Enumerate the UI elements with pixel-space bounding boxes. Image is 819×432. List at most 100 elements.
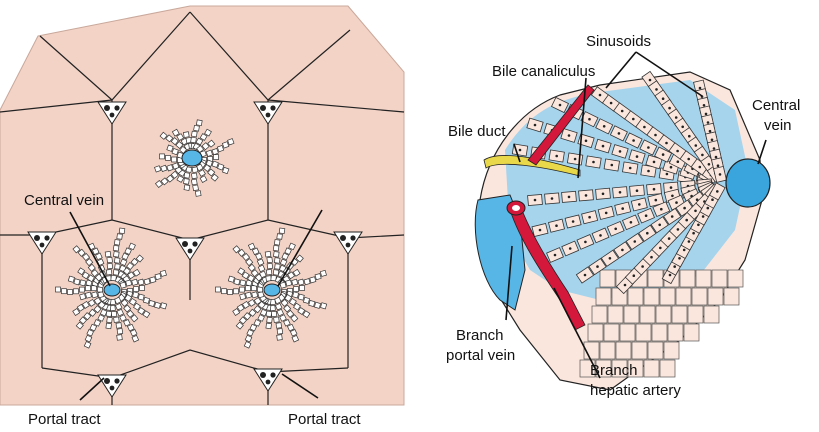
hepatocyte-nucleus	[643, 126, 646, 129]
hepatocyte-nucleus	[559, 104, 562, 107]
hepatocyte-cord-icon	[92, 292, 98, 298]
cut-face-cell	[668, 324, 683, 341]
hepatocyte-cord-icon	[267, 263, 273, 269]
hepatocyte-nucleus	[694, 210, 697, 213]
cut-face-cell	[628, 288, 643, 305]
hepatocyte-nucleus	[534, 199, 537, 202]
artery-lumen-icon	[512, 205, 520, 211]
hepatocyte-cord-icon	[277, 328, 283, 334]
hepatocyte-cord-icon	[195, 191, 201, 197]
hepatocyte-nucleus	[692, 232, 695, 235]
portal-tract-label-left: Portal tract	[28, 411, 101, 428]
cut-face-cell	[600, 270, 615, 287]
hepatocyte-cord-icon	[113, 245, 119, 251]
hepatocyte-nucleus	[569, 247, 572, 250]
central-vein-label-line1: Central	[752, 97, 800, 114]
hepatocyte-nucleus	[678, 257, 681, 260]
hepatocyte-cord-icon	[315, 274, 321, 280]
hepatocyte-cord-icon	[304, 279, 310, 285]
hepatocyte-nucleus	[588, 216, 591, 219]
central-vein-label: Central vein	[24, 192, 104, 209]
hepatocyte-nucleus	[649, 79, 652, 82]
hepatocyte-nucleus	[619, 150, 622, 153]
hepatocyte-nucleus	[572, 220, 575, 223]
hepatocyte-nucleus	[629, 167, 632, 170]
hepatocyte-cord-icon	[98, 292, 104, 298]
left-panel-lobule-diagram: Central vein Portal tract Portal tract	[0, 6, 404, 428]
hepatocyte-nucleus	[719, 173, 722, 176]
portal-vessel-dot	[340, 235, 346, 241]
hepatocyte-nucleus	[605, 212, 608, 215]
branch-portal-vein-label-line2: portal vein	[446, 347, 515, 364]
cut-face-cell	[656, 306, 671, 323]
hepatocyte-nucleus	[638, 203, 641, 206]
hepatocyte-nucleus	[669, 274, 672, 277]
branch-hepatic-artery-label-line1: Branch	[590, 362, 638, 379]
hepatocyte-nucleus	[695, 144, 698, 147]
hepatocyte-cord-icon	[106, 323, 112, 329]
hepatocyte-nucleus	[618, 132, 621, 135]
hepatocyte-cord-icon	[85, 292, 91, 298]
hepatocyte-nucleus	[650, 256, 653, 259]
hepatocyte-cord-icon	[114, 258, 120, 264]
hepatocyte-cord-icon	[267, 257, 273, 263]
hepatocyte-nucleus	[585, 194, 588, 197]
portal-vessel-dot	[114, 378, 119, 383]
hepatocyte-cord-icon	[117, 234, 123, 240]
hepatocyte-nucleus	[709, 130, 712, 133]
hepatocyte-cord-icon	[293, 292, 299, 298]
hepatocyte-nucleus	[584, 241, 587, 244]
cut-face-cell	[632, 342, 647, 359]
hepatocyte-nucleus	[602, 145, 605, 148]
hepatocyte-cord-icon	[276, 323, 282, 329]
hepatocyte-cord-icon	[161, 303, 167, 309]
hepatocyte-nucleus	[655, 88, 658, 91]
hepatocyte-nucleus	[702, 215, 705, 218]
cut-face-cell	[680, 270, 695, 287]
hepatocyte-nucleus	[619, 191, 622, 194]
hepatocyte-nucleus	[621, 207, 624, 210]
hepatocyte-nucleus	[697, 224, 700, 227]
portal-vessel-dot	[34, 235, 40, 241]
hepatocyte-cord-icon	[222, 289, 227, 294]
portal-vessel-dot	[260, 372, 266, 378]
hepatocyte-cord-icon	[149, 300, 155, 306]
cut-face-cell	[676, 288, 691, 305]
hepatocyte-cord-icon	[252, 292, 258, 298]
hepatocyte-cord-icon	[107, 257, 113, 263]
central-vein-icon	[264, 284, 280, 296]
hepatocyte-cord-icon	[80, 294, 86, 300]
hepatocyte-cord-icon	[298, 279, 304, 285]
cut-face-cell	[728, 270, 743, 287]
hepatocyte-nucleus	[673, 265, 676, 268]
portal-vessel-dot	[266, 113, 271, 118]
cut-face-cell	[616, 342, 631, 359]
hepatocyte-cord-icon	[275, 264, 281, 270]
hepatocyte-nucleus	[675, 201, 678, 204]
hepatocyte-cord-icon	[279, 228, 285, 234]
hepatocyte-cord-icon	[117, 335, 123, 341]
hepatocyte-cord-icon	[160, 270, 166, 276]
portal-vessel-dot	[114, 105, 119, 110]
hepatocyte-cord-icon	[194, 125, 200, 131]
hepatocyte-nucleus	[602, 193, 605, 196]
hepatocyte-cord-icon	[277, 335, 283, 341]
central-vein-label-line2: vein	[764, 117, 792, 134]
hepatocyte-cord-icon	[68, 276, 74, 282]
cut-face-cell	[620, 324, 635, 341]
hepatocyte-nucleus	[711, 198, 714, 201]
hepatocyte-cord-icon	[191, 131, 197, 137]
hepatocyte-nucleus	[677, 160, 680, 163]
hepatocyte-cord-icon	[80, 280, 86, 286]
hepatocyte-cord-icon	[192, 167, 198, 173]
hepatocyte-cord-icon	[144, 279, 150, 285]
hepatocyte-cord-icon	[245, 292, 251, 298]
hepatocyte-cord-icon	[143, 297, 149, 303]
hepatocyte-nucleus	[711, 139, 714, 142]
hepatocyte-cord-icon	[114, 239, 120, 245]
hepatocyte-nucleus	[699, 87, 702, 90]
hepatocyte-cord-icon	[117, 328, 123, 334]
hepatocyte-nucleus	[658, 224, 661, 227]
cut-face-cell	[724, 288, 739, 305]
